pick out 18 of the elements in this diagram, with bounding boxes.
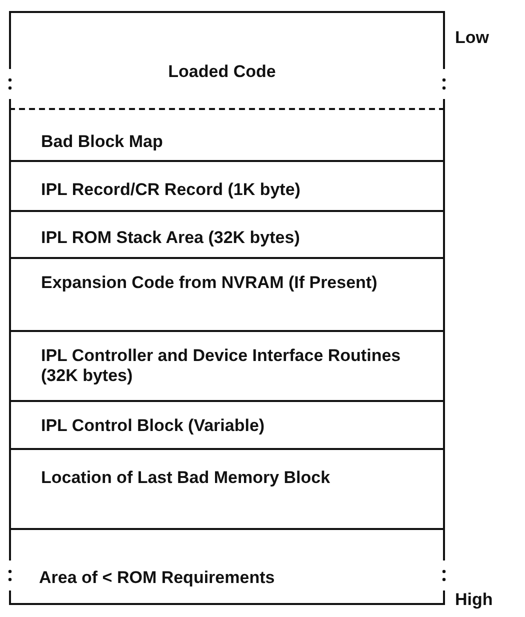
region-label: Bad Block Map	[41, 132, 164, 152]
region-label: Location of Last Bad Memory Block	[41, 468, 332, 488]
address-label: Low	[455, 28, 489, 48]
address-label: High	[455, 590, 493, 610]
region-label: IPL Controller and Device Interface Routines (32K bytes)	[41, 346, 402, 386]
region-label: Loaded Code	[167, 62, 277, 82]
memory-region	[9, 210, 445, 257]
region-label: Area of < ROM Requirements	[39, 568, 276, 588]
memory-region	[9, 108, 445, 160]
region-label: IPL Control Block (Variable)	[41, 416, 266, 436]
memory-region	[9, 160, 445, 210]
memory-region	[9, 330, 445, 400]
memory-region	[9, 448, 445, 528]
memory-region	[9, 257, 445, 330]
memory-region	[9, 400, 445, 448]
region-label: IPL ROM Stack Area (32K bytes)	[41, 228, 301, 248]
region-label: Expansion Code from NVRAM (If Present)	[41, 273, 378, 293]
region-label: IPL Record/CR Record (1K byte)	[41, 180, 302, 200]
